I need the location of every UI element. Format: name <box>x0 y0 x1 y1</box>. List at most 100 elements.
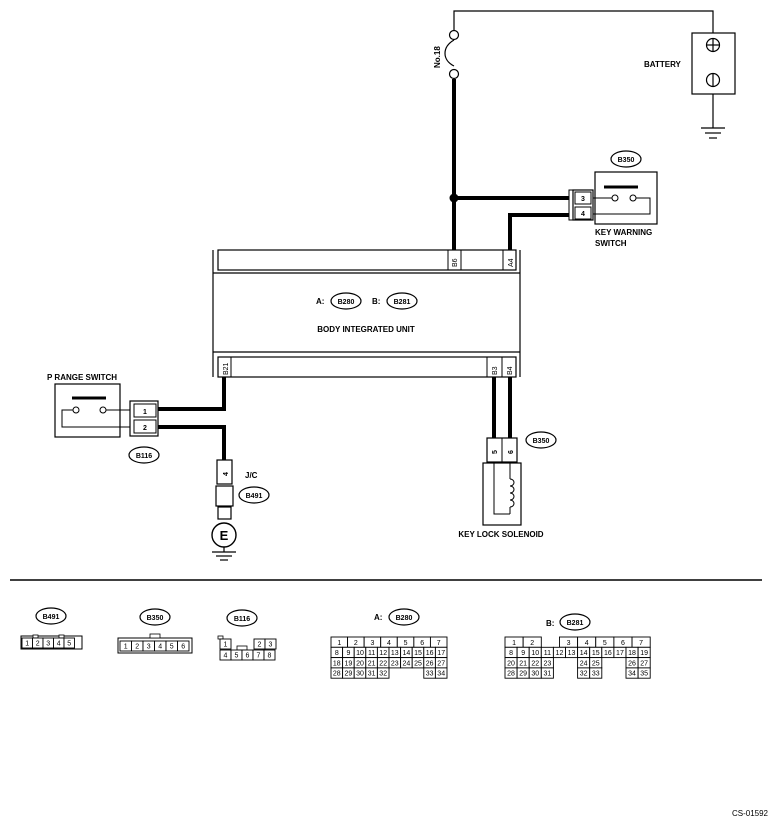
pin-number: 11 <box>368 650 375 657</box>
biu-conn-a-tag: B280 <box>338 299 355 306</box>
pin-number: 33 <box>426 671 434 678</box>
solenoid-label: KEY LOCK SOLENOID <box>458 530 543 539</box>
key-warning-label-1: KEY WARNING <box>595 228 652 237</box>
pin-number: 27 <box>640 660 648 667</box>
pin-number: 2 <box>36 641 40 648</box>
key-warning-connector-tag: B350 <box>618 157 635 164</box>
pin-number: 26 <box>426 660 434 667</box>
pin-number: 9 <box>521 650 525 657</box>
pin-cell <box>434 667 448 679</box>
pin-number: 18 <box>333 660 341 667</box>
pin-number: 29 <box>519 671 527 678</box>
pin-number: 29 <box>345 671 353 678</box>
solenoid-pin-6: 6 <box>508 450 515 454</box>
pin-cell <box>540 667 554 679</box>
pin-number: 10 <box>356 650 364 657</box>
pin-number: 1 <box>124 644 128 651</box>
battery-label: BATTERY <box>644 60 682 69</box>
fuse-no18: No.18 <box>433 29 460 80</box>
joint-connector: 4 J/C B491 <box>215 459 270 520</box>
pin-number: 34 <box>628 671 636 678</box>
pin-number: 22 <box>379 660 387 667</box>
biu-pin-b4: B4 <box>507 366 514 375</box>
pin-number: 12 <box>379 650 387 657</box>
pin-number: 1 <box>337 640 341 647</box>
pin-number: 30 <box>356 671 364 678</box>
figure-id: CS-01592 <box>732 809 769 818</box>
pin-number: 24 <box>580 660 588 667</box>
key-warning-label-2: SWITCH <box>595 239 627 248</box>
pin-number: 30 <box>531 671 539 678</box>
pin-number: 1 <box>512 640 516 647</box>
b116-view-tag: B116 <box>234 616 250 623</box>
pin-number: 14 <box>580 650 588 657</box>
splice-point <box>449 193 459 203</box>
p-range-label: P RANGE SWITCH <box>47 373 117 382</box>
pin-cell <box>219 638 232 650</box>
pin-number: 25 <box>592 660 600 667</box>
pin-number: 4 <box>224 653 228 660</box>
pin-number: 18 <box>628 650 636 657</box>
key-warning-switch: 3 4 B350 KEY WARNING SWITCH <box>568 150 658 248</box>
pin-number: 4 <box>158 644 162 651</box>
pin-number: 26 <box>628 660 636 667</box>
pin-number: 2 <box>258 642 262 649</box>
pin-number: 27 <box>437 660 445 667</box>
solenoid-connector-tag: B350 <box>533 438 550 445</box>
pin-number: 31 <box>368 671 376 678</box>
pin-number: 3 <box>46 641 50 648</box>
biu-pin-b3: B3 <box>492 366 499 375</box>
pin-number: 14 <box>403 650 411 657</box>
pin-number: 10 <box>531 650 539 657</box>
pin-number: 6 <box>621 640 625 647</box>
biu-conn-b-tag: B281 <box>394 299 411 306</box>
pin-number: 12 <box>556 650 564 657</box>
pin-number: 5 <box>603 640 607 647</box>
pin-number: 33 <box>592 671 600 678</box>
pin-number: 3 <box>269 642 273 649</box>
pin-number: 15 <box>414 650 422 657</box>
pin-number: 20 <box>507 660 515 667</box>
pin-number: 2 <box>135 644 139 651</box>
pin-cell <box>637 667 651 679</box>
pin-number: 4 <box>387 640 391 647</box>
pin-number: 22 <box>531 660 539 667</box>
biu-conn-b-prefix: B: <box>372 297 380 306</box>
biu-pin-a4: A4 <box>508 258 515 267</box>
pin-number: 6 <box>420 640 424 647</box>
p-range-pin-2: 2 <box>143 425 147 432</box>
pin-number: 19 <box>345 660 353 667</box>
b491-view-tag: B491 <box>43 614 60 621</box>
pin-number: 32 <box>379 671 387 678</box>
battery-supply-wire <box>452 10 714 251</box>
pin-number: 8 <box>509 650 513 657</box>
pin-number: 4 <box>57 641 61 648</box>
pin-number: 24 <box>403 660 411 667</box>
ground-point: E <box>211 522 237 561</box>
key-lock-solenoid: 5 6 B350 KEY LOCK SOLENOID <box>458 431 557 539</box>
pin-number: 3 <box>567 640 571 647</box>
pin-number: 20 <box>356 660 364 667</box>
biu-pin-b21: B21 <box>223 362 230 375</box>
pin-number: 7 <box>257 653 261 660</box>
lower-wires <box>158 377 512 461</box>
jc-pin-4: 4 <box>223 472 230 476</box>
jc-connector-tag: B491 <box>246 493 263 500</box>
pin-number: 21 <box>519 660 527 667</box>
pin-cell <box>264 638 277 650</box>
jc-label: J/C <box>245 471 258 480</box>
b350-view-tag: B350 <box>147 615 164 622</box>
pin-cell <box>63 637 75 649</box>
pin-number: 2 <box>530 640 534 647</box>
pin-number: 17 <box>616 650 624 657</box>
pin-number: 35 <box>640 671 648 678</box>
pin-number: 3 <box>370 640 374 647</box>
battery-ground-symbol <box>701 94 725 139</box>
battery: BATTERY <box>644 32 736 95</box>
key-warning-pin-3: 3 <box>581 196 585 203</box>
pin-number: 23 <box>543 660 551 667</box>
key-warning-pin-4: 4 <box>581 211 585 218</box>
b280-view-prefix: A: <box>374 613 382 622</box>
key-warning-switch-wires <box>454 196 570 251</box>
